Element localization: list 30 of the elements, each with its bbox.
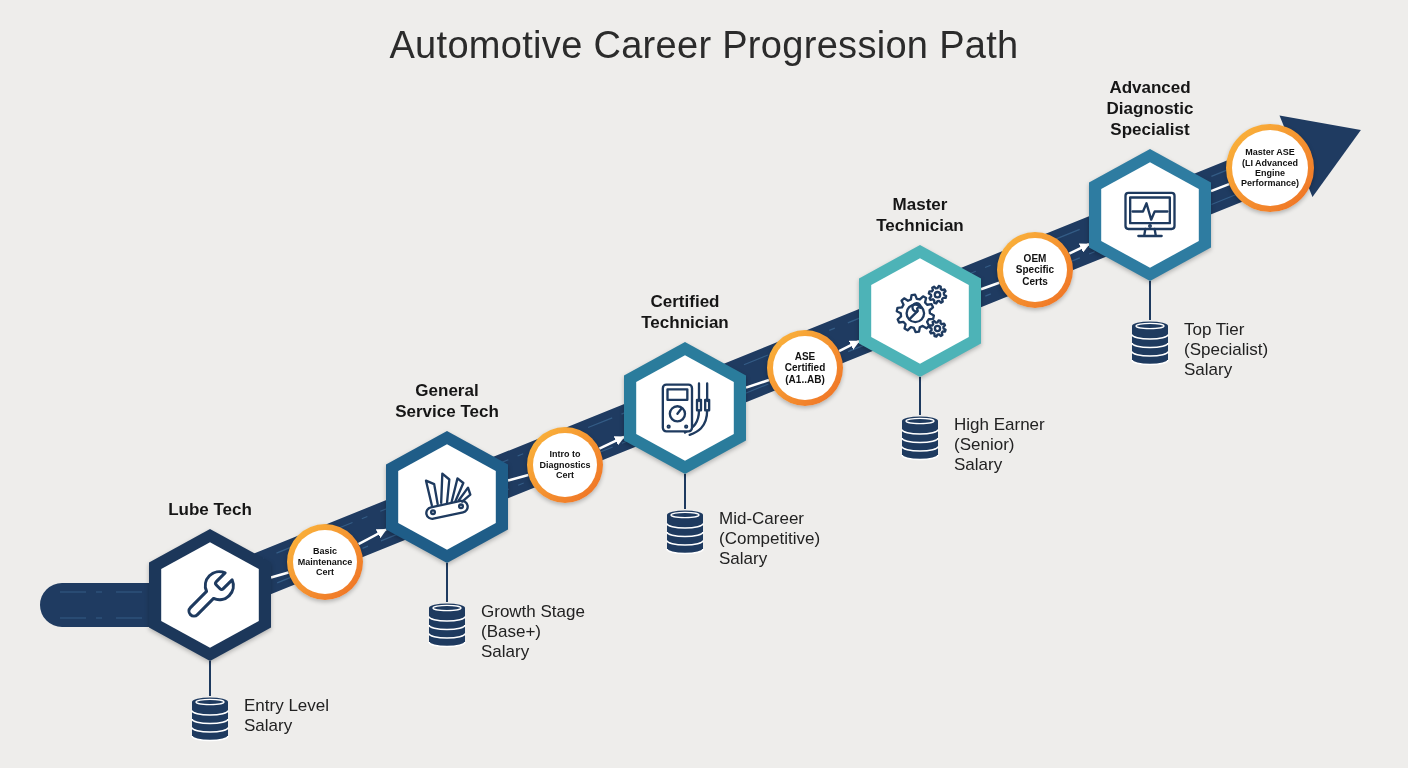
certification-label: Intro to Diagnostics Cert (538, 449, 592, 481)
connector-line (209, 660, 211, 697)
stage-title: Certified Technician (640, 291, 730, 333)
arrow (357, 528, 387, 546)
connector-line (980, 281, 1000, 291)
connector-line (1210, 182, 1230, 193)
connector-line (745, 378, 770, 389)
connector-line (919, 376, 921, 416)
certification-label: Master ASE (LI Advanced Engine Performance) (1240, 147, 1300, 189)
certification-label: Basic Maintenance Cert (296, 546, 354, 578)
stage-title: General Service Tech (394, 380, 500, 422)
diagram-title: Automotive Career Progression Path (389, 23, 1019, 68)
salary-label: High Earner (Senior) Salary (954, 415, 1046, 475)
arrow (1068, 243, 1090, 255)
salary-label: Growth Stage (Base+) Salary (481, 602, 586, 662)
stage-title: Master Technician (875, 194, 965, 236)
connector-line (446, 562, 448, 603)
arrow (598, 435, 625, 450)
stage-title: Advanced Diagnostic Specialist (1105, 77, 1195, 140)
arrow (838, 340, 860, 353)
certification-label: OEM Specific Certs (1014, 252, 1056, 288)
certification-label: ASE Certified (A1..AB) (783, 350, 827, 386)
connector-line (270, 571, 289, 579)
connector-line (507, 473, 529, 482)
salary-label: Top Tier (Specialist) Salary (1184, 320, 1270, 380)
connector-line (684, 473, 686, 510)
salary-label: Entry Level Salary (244, 696, 331, 736)
connector-line (1149, 280, 1151, 321)
salary-label: Mid-Career (Competitive) Salary (719, 509, 822, 569)
stage-title: Lube Tech (168, 499, 252, 520)
